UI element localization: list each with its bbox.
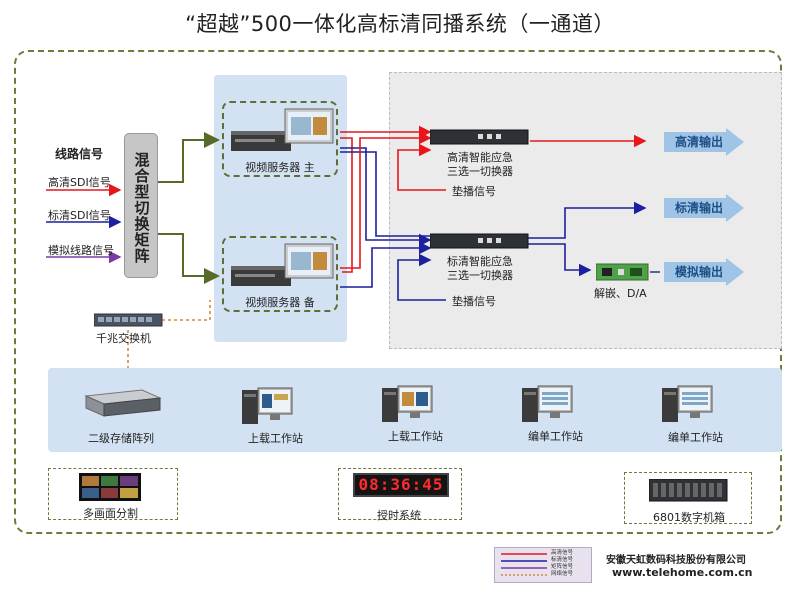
multiview-box: 多画面分割: [48, 468, 178, 520]
clock-display: 08:36:45: [353, 473, 449, 497]
edit-station-2-label: 编单工作站: [668, 431, 723, 444]
hd-pad-label: 垫播信号: [452, 185, 496, 198]
analog-output-label: 模拟输出: [674, 265, 723, 279]
chassis-box: 6801数字机箱: [624, 472, 752, 524]
upload-station-2-label: 上载工作站: [388, 430, 443, 443]
hybrid-switch-matrix: 混合型切换矩阵: [124, 133, 158, 278]
chassis-icon: [649, 479, 728, 502]
network-switch-icon: [94, 313, 163, 327]
storage-array-icon: [84, 389, 162, 417]
main-server-box: 视频服务器 主: [222, 101, 338, 177]
sd-switcher-icon: [430, 233, 529, 249]
switch-label: 千兆交换机: [96, 332, 151, 345]
multiview-monitor-icon: [79, 473, 141, 501]
server-icon: [231, 243, 334, 286]
legend: 高清信号 标清信号 矩阵信号 网络信号: [494, 547, 592, 583]
upload-station-1-label: 上载工作站: [248, 432, 303, 445]
storage-label: 二级存储阵列: [88, 432, 154, 445]
decoder-card-icon: [596, 263, 649, 281]
inputs-header: 线路信号: [55, 147, 104, 161]
edit-station-1-label: 编单工作站: [528, 430, 583, 443]
mixer-backup-line: [158, 233, 220, 284]
hd-switcher-label-2: 三选一切换器: [447, 165, 513, 178]
sd-pad-line: [397, 253, 446, 301]
hd-output-label: 高清输出: [674, 135, 723, 149]
network-line-server: [162, 300, 211, 321]
sd-switcher-label-2: 三选一切换器: [447, 269, 513, 282]
legend-swatches: [501, 553, 547, 576]
company-name: 安徽天虹数码科技股份有限公司: [606, 555, 746, 566]
company-url: www.telehome.com.cn: [612, 566, 753, 579]
workstation-icon: [242, 387, 293, 424]
legend-matrix: 矩阵信号: [551, 564, 574, 570]
sd-output-line: [528, 201, 647, 239]
backup-server-label: 视频服务器 备: [245, 296, 315, 309]
legend-network: 网络信号: [551, 571, 574, 577]
hd-switcher-icon: [430, 129, 529, 145]
sd-pad-label: 垫播信号: [452, 295, 496, 308]
hd-sdi-label: 高清SDI信号: [48, 176, 111, 189]
sd-sdi-label: 标清SDI信号: [48, 209, 111, 222]
hd-switcher-label-1: 高清智能应急: [447, 151, 513, 164]
workstation-icon: [522, 385, 573, 422]
multiview-label: 多画面分割: [83, 507, 138, 520]
sd-switcher-label-1: 标清智能应急: [447, 255, 513, 268]
workstation-icon: [382, 385, 433, 422]
clock-label: 授时系统: [377, 509, 421, 522]
analog-output-arrow: 模拟输出: [664, 258, 750, 286]
server-icon: [231, 108, 334, 151]
chassis-label: 6801数字机箱: [653, 511, 725, 524]
mixer-main-line: [158, 132, 220, 183]
legend-hd: 高清信号: [551, 550, 574, 556]
workstation-icon: [662, 385, 713, 422]
backup-server-box: 视频服务器 备: [222, 236, 338, 312]
analog-label: 模拟线路信号: [48, 244, 114, 257]
legend-sd: 标清信号: [551, 557, 574, 563]
decoder-label: 解嵌、D/A: [594, 287, 647, 300]
sd-output-label: 标清输出: [674, 201, 723, 215]
main-server-label: 视频服务器 主: [245, 161, 315, 174]
page-title: “超越”500一体化高标清同播系统（一通道）: [185, 12, 615, 36]
hd-pad-line: [397, 143, 446, 191]
hd-output-arrow: 高清输出: [664, 128, 750, 156]
sd-output-arrow: 标清输出: [664, 194, 750, 222]
clock-box: 08:36:45 授时系统: [338, 468, 462, 522]
